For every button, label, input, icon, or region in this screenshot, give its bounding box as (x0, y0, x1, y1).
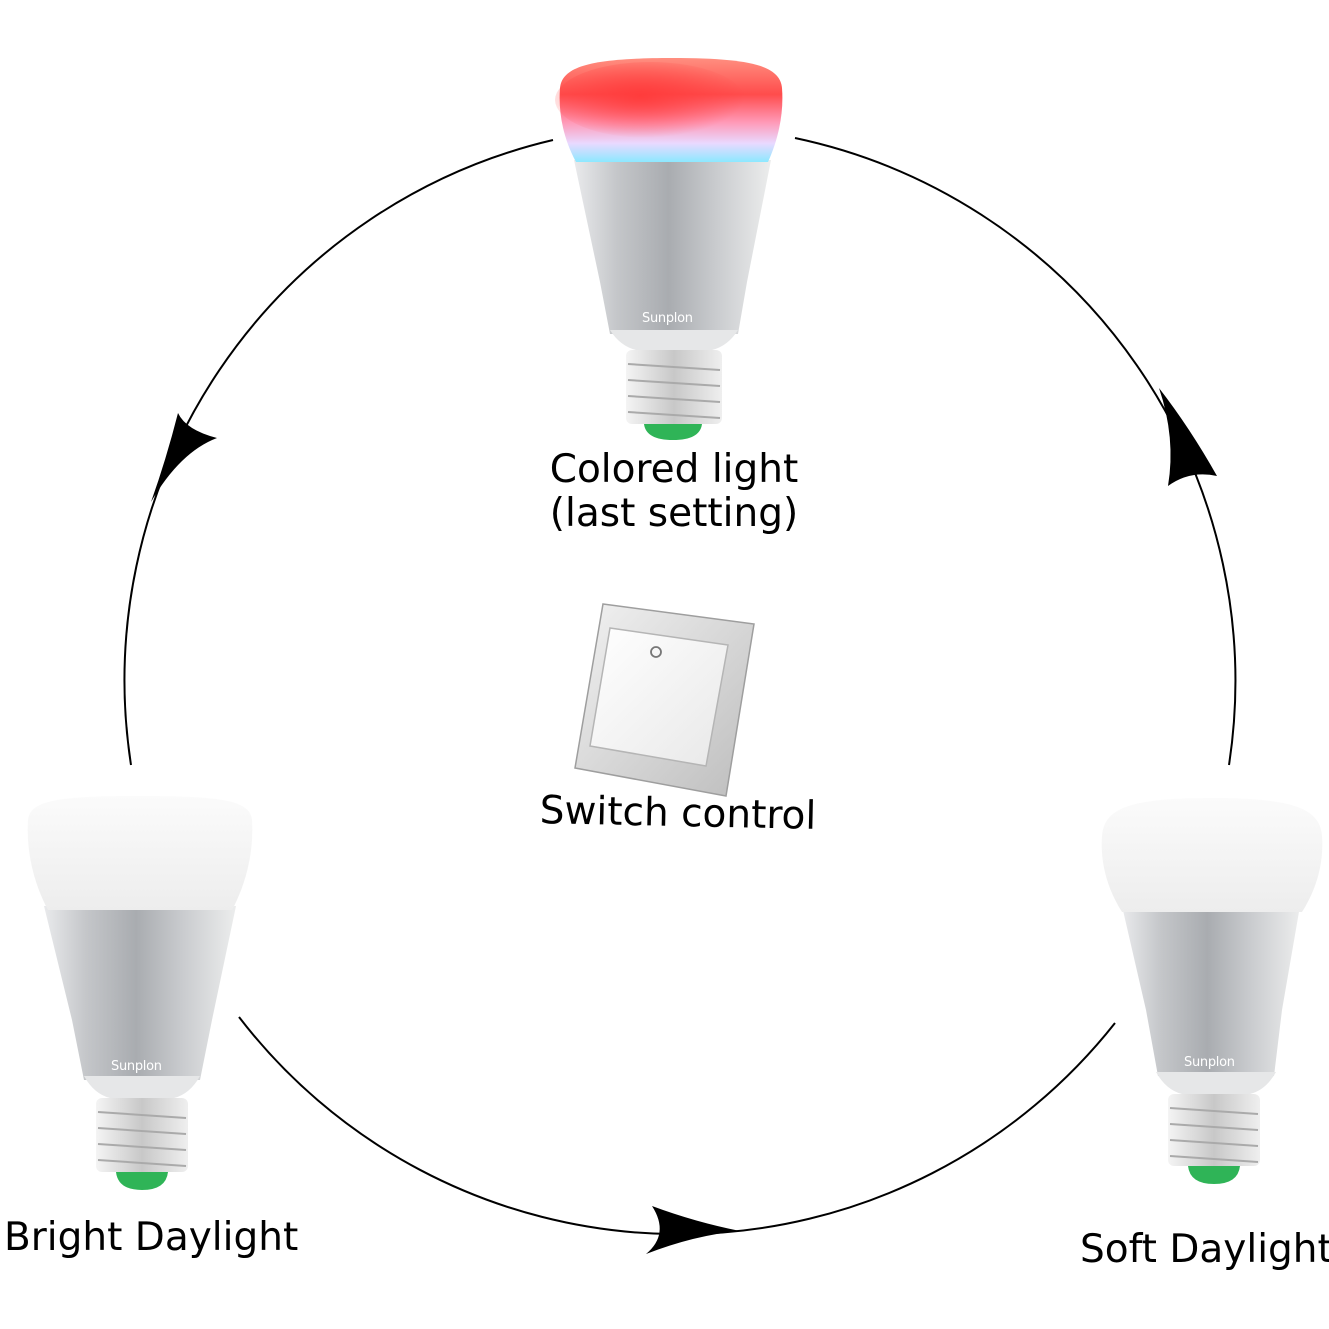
arrow-head-icon (1159, 388, 1217, 486)
arrow-heads (151, 388, 1217, 1254)
arc-top-left (123, 139, 554, 766)
bright-daylight-label: Bright Daylight (4, 1215, 299, 1260)
brand-text: Sunplon (111, 1059, 162, 1074)
colored-light-label-line1: Colored light (549, 447, 799, 492)
rgb-bulb-icon: Sunplon (555, 58, 783, 440)
arrow-head-icon (646, 1206, 740, 1254)
arc-bottom (238, 1016, 1116, 1236)
switch-control-label: Switch control (539, 788, 817, 839)
brand-text: Sunplon (642, 311, 693, 326)
brand-text: Sunplon (1184, 1055, 1235, 1070)
arc-top-right (794, 137, 1237, 766)
soft-daylight-label: Soft Daylight (1080, 1227, 1329, 1272)
white-bulb-icon: Sunplon (1101, 798, 1323, 1184)
colored-light-label-line2: (last setting) (549, 490, 799, 536)
wall-switch-icon (574, 603, 755, 797)
arrow-head-icon (151, 413, 217, 502)
colored-light-label: Colored light (last setting) (474, 448, 874, 535)
white-bulb-icon: Sunplon (27, 796, 253, 1190)
